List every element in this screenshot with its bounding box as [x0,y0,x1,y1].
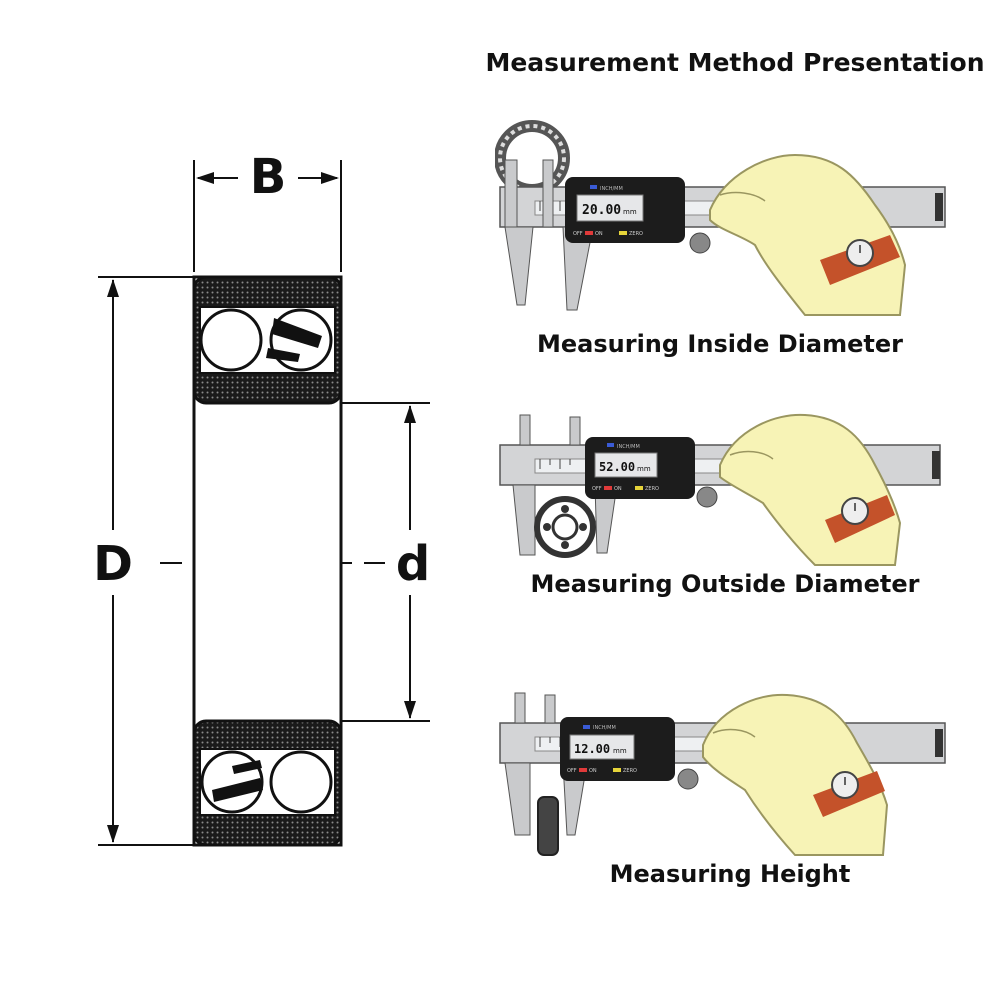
lcd-reading-outside: 52.00 [599,460,635,474]
lcd-unit-inside: mm [623,208,637,216]
panel-title: Measurement Method Presentation [485,48,985,77]
lcd-reading-inside: 20.00 [582,203,621,218]
inner-diameter-label-d: d [396,536,430,592]
zero-label-inside: ZERO [629,231,643,237]
bearing-side-icon [537,796,559,856]
caliper-outside-diameter-illustration: 52.00 mm INCH/MM OFF ON ZERO [499,413,941,566]
lcd-unit-outside: mm [637,465,651,473]
off-label-inside: OFF [573,231,583,237]
mode-label-outside: INCH/MM [617,444,640,450]
zero-label-height: ZERO [623,768,637,774]
outer-diameter-dimension: D [93,276,194,846]
caption-outside-diameter: Measuring Outside Diameter [530,570,920,598]
hand-height [702,693,889,856]
mode-label-height: INCH/MM [593,725,616,731]
zero-label-outside: ZERO [645,486,659,492]
bearing-cross-section-diagram: B D d [93,149,430,847]
hand-inside [709,153,907,316]
on-label-inside: ON [595,231,603,237]
bearing-icon [534,496,596,558]
bearing-body [192,275,343,847]
on-label-outside: ON [614,486,622,492]
caption-inside-diameter: Measuring Inside Diameter [537,330,903,358]
width-label-B: B [250,149,287,205]
off-label-outside: OFF [592,486,602,492]
hand-outside [719,413,902,566]
inner-diameter-dimension: d [341,402,430,722]
lcd-reading-height: 12.00 [574,742,610,756]
caption-height: Measuring Height [609,860,851,888]
caliper-height-illustration: 12.00 mm INCH/MM OFF ON ZERO [499,692,946,856]
mode-label-inside: INCH/MM [600,186,623,192]
caliper-inside-diameter-illustration: 20.00 mm INCH/MM OFF ON ZERO [495,120,946,316]
outer-diameter-label-D: D [93,536,133,592]
on-label-height: ON [589,768,597,774]
width-dimension: B [193,149,342,272]
off-label-height: OFF [567,768,577,774]
lcd-unit-height: mm [613,747,627,755]
